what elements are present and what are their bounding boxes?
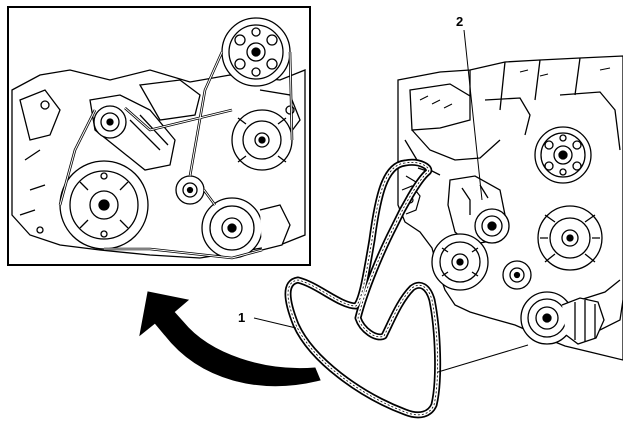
inset-power-steering-pulley <box>221 17 291 87</box>
callout-2: 2 <box>456 14 483 201</box>
callout-label-2: 2 <box>456 14 463 29</box>
tensioner <box>447 175 510 246</box>
inset-crankshaft-pulley <box>59 160 149 250</box>
alternator <box>537 205 603 271</box>
inset-tensioner <box>89 94 176 171</box>
inset-idler-pulley <box>175 175 205 205</box>
belt-reference-line <box>437 344 529 373</box>
inset-ac-compressor-pulley <box>201 197 291 259</box>
inset-detail-view <box>7 6 311 266</box>
removal-direction-arrow <box>139 291 321 387</box>
idler-pulley <box>502 260 532 290</box>
callout-label-1: 1 <box>238 310 245 325</box>
callout-1: 1 <box>238 310 297 329</box>
drive-belt <box>284 158 442 419</box>
power-steering-pulley <box>534 126 592 184</box>
inset-alternator <box>231 109 293 171</box>
crankshaft-pulley <box>431 233 489 291</box>
ac-compressor-pulley <box>520 291 605 345</box>
inset-belt-route <box>58 51 294 260</box>
